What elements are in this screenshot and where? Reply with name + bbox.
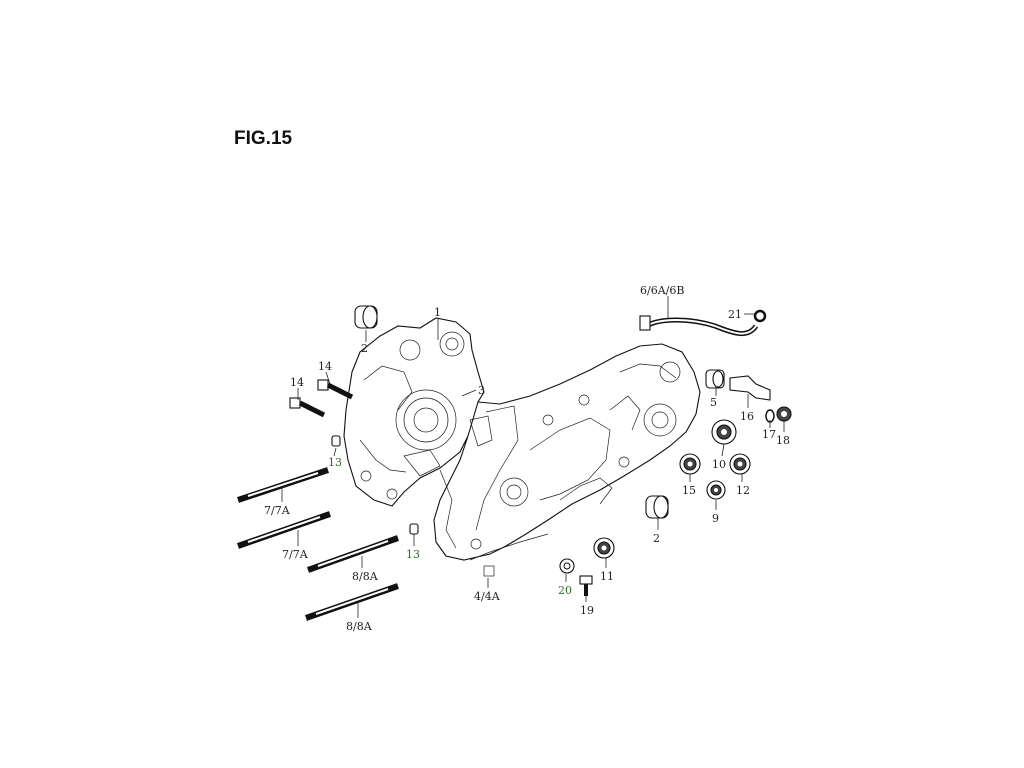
callout-21: 21: [728, 308, 742, 321]
callout-17: 17: [762, 428, 776, 441]
callout-20: 20: [558, 584, 572, 597]
stud-part-7-a: [237, 467, 329, 503]
callout-3: 3: [478, 384, 485, 397]
callout-9: 9: [712, 512, 719, 525]
callout-7-7a-b: 7/7A: [282, 548, 309, 561]
callout-5: 5: [710, 396, 717, 409]
bearing-part-11: [593, 537, 615, 559]
stud-part-8-a: [306, 535, 400, 573]
bolt-part-14-b: [289, 397, 326, 418]
callout-14-b: 14: [290, 376, 304, 389]
callout-11: 11: [600, 570, 614, 583]
callout-2-top: 2: [361, 342, 368, 355]
callout-19: 19: [580, 604, 594, 617]
callout-2-lower: 2: [653, 532, 660, 545]
shaft-part-16: [729, 375, 771, 401]
callout-4-4a: 4/4A: [474, 590, 501, 603]
figure-title: FIG.15: [234, 128, 293, 149]
callout-8-8a-a: 8/8A: [352, 570, 379, 583]
oil-seal-part-18: [776, 406, 792, 422]
callout-labels: 2 1 3 14 14 13 7/7A 7/7A 8/8A 8/8A 13 4/…: [264, 284, 790, 633]
callout-18: 18: [776, 434, 790, 447]
crankcase-body: [343, 317, 701, 577]
dowel-pin-part-13-a: [331, 435, 341, 447]
bushing-part-2-top: [354, 305, 378, 329]
callout-16: 16: [740, 410, 754, 423]
oil-seal-part-12: [729, 453, 751, 475]
bushing-part-2-lower: [645, 495, 669, 519]
dowel-pin-part-13-b: [409, 523, 419, 535]
callout-14-a: 14: [318, 360, 332, 373]
leader-lines: [281, 296, 785, 618]
bearing-part-10: [711, 419, 737, 445]
callout-8-8a-b: 8/8A: [346, 620, 373, 633]
bushing-part-5: [705, 369, 725, 389]
callout-15: 15: [682, 484, 696, 497]
callout-6-6a-6b: 6/6A/6B: [640, 284, 684, 297]
washer-part-20: [559, 558, 575, 574]
callout-1: 1: [434, 306, 441, 319]
callout-10: 10: [712, 458, 726, 471]
stud-part-8-b: [305, 583, 399, 621]
bearing-part-15: [679, 453, 701, 475]
breather-hose-part-6: [639, 315, 759, 336]
bolt-part-14-a: [317, 379, 354, 400]
drain-bolt-part-19: [579, 575, 593, 596]
stud-part-7-b: [237, 511, 331, 549]
bearing-part-9: [706, 480, 726, 500]
callout-7-7a-a: 7/7A: [264, 504, 291, 517]
callout-13-b: 13: [406, 548, 420, 561]
hose-clamp-part-21: [753, 309, 767, 323]
callout-13-a: 13: [328, 456, 342, 469]
callout-12: 12: [736, 484, 750, 497]
